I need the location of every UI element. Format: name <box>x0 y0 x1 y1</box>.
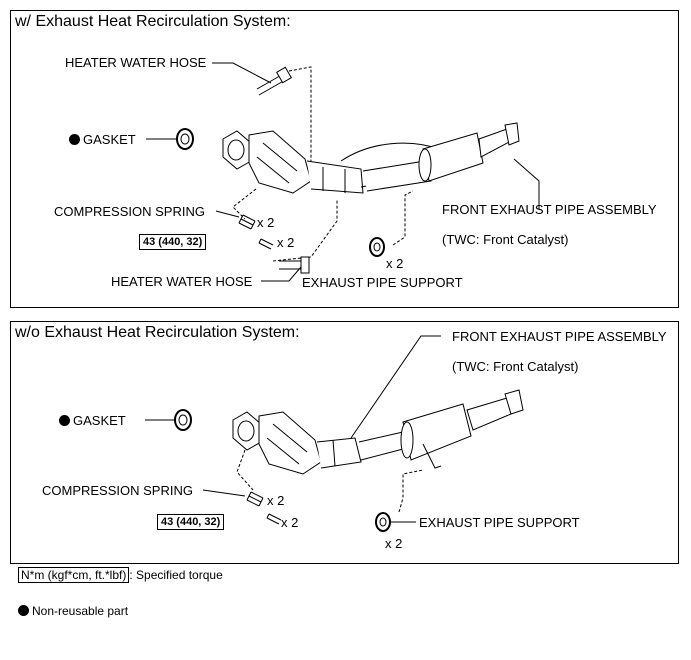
torque-box-bottom: 43 (440, 32) <box>157 514 225 530</box>
label-compression-spring-top: COMPRESSION SPRING <box>54 204 205 219</box>
qty-spring-bottom: x 2 <box>267 493 285 508</box>
qty-support-bottom: x 2 <box>385 536 403 551</box>
label-gasket-top: GASKET <box>69 132 136 147</box>
panel-title: w/ Exhaust Heat Recirculation System: <box>15 13 291 30</box>
compression-spring-top <box>238 214 256 230</box>
filled-circle-icon <box>69 134 80 145</box>
qty-spring-top: x 2 <box>257 215 275 230</box>
filled-circle-icon <box>59 415 70 426</box>
label-compression-spring-bottom: COMPRESSION SPRING <box>42 483 193 498</box>
filled-circle-icon <box>18 605 29 616</box>
compression-spring-bottom <box>246 491 264 507</box>
non-reusable-text: Non-reusable part <box>32 604 129 618</box>
label-twc-bottom: (TWC: Front Catalyst) <box>452 359 579 374</box>
leader-front-pipe <box>350 335 441 439</box>
label-exhaust-pipe-support-bottom: EXHAUST PIPE SUPPORT <box>419 515 580 530</box>
exhaust-pipe-support-bottom <box>375 512 391 532</box>
leader-compression-spring <box>202 489 246 497</box>
qty-bolt-top: x 2 <box>277 235 295 250</box>
legend-torque: N*m (kgf*cm, ft.*lbf): Specified torque <box>18 567 223 583</box>
label-twc-top: (TWC: Front Catalyst) <box>442 232 569 247</box>
leader-heater-hose-top <box>212 62 272 84</box>
label-exhaust-pipe-support-top: EXHAUST PIPE SUPPORT <box>302 275 463 290</box>
exhaust-diagram-top <box>146 62 540 282</box>
leader-front-pipe <box>513 158 540 209</box>
bolt-bottom <box>266 513 282 525</box>
torque-box-top: 43 (440, 32) <box>139 234 207 250</box>
label-front-exhaust-pipe-top: FRONT EXHAUST PIPE ASSEMBLY <box>442 202 657 217</box>
label-heater-water-hose-top: HEATER WATER HOSE <box>65 55 207 70</box>
label-heater-water-hose-bottom: HEATER WATER HOSE <box>111 274 253 289</box>
qty-bolt-bottom: x 2 <box>281 515 299 530</box>
legend-non-reusable: Non-reusable part <box>18 604 128 618</box>
panel-with-heat-recirculation: w/ Exhaust Heat Recirculation System: <box>10 10 679 308</box>
leader-heater-hose-bottom <box>261 266 302 282</box>
panel-without-heat-recirculation: w/o Exhaust Heat Recirculation System: <box>10 321 679 564</box>
exhaust-diagram-bottom <box>145 335 524 532</box>
label-gasket-bottom: GASKET <box>59 413 126 428</box>
exhaust-pipe-support-top <box>369 237 385 257</box>
bolt-top <box>258 238 274 250</box>
leader-compression-spring <box>215 210 240 218</box>
qty-support-top: x 2 <box>386 256 404 271</box>
label-front-exhaust-pipe-bottom: FRONT EXHAUST PIPE ASSEMBLY <box>452 329 667 344</box>
torque-unit-box: N*m (kgf*cm, ft.*lbf) <box>18 567 130 583</box>
panel-title: w/o Exhaust Heat Recirculation System: <box>15 324 300 341</box>
torque-desc: : Specified torque <box>129 568 223 582</box>
